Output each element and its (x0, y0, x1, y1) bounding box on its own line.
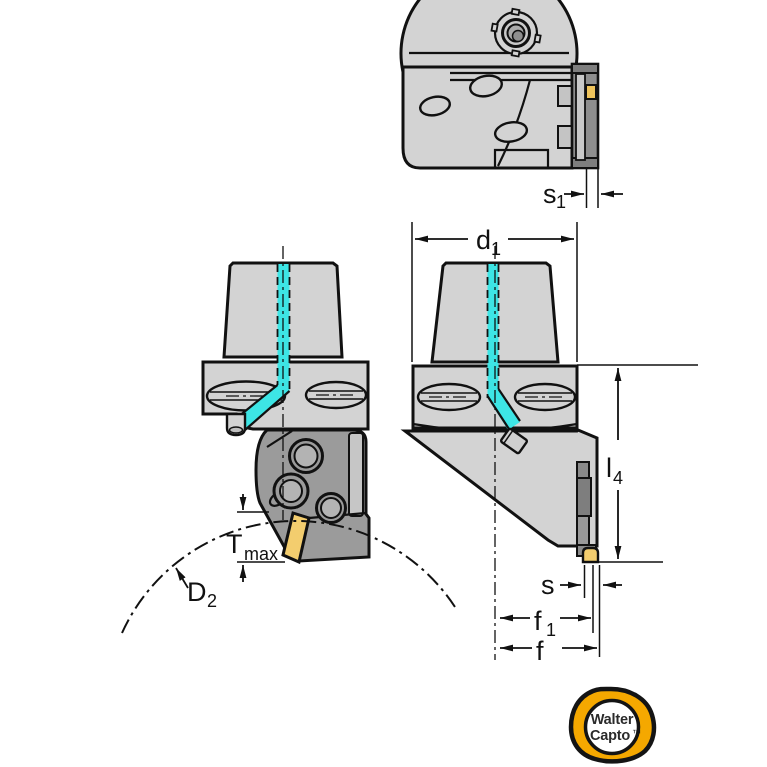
side-coolant-nozzle (499, 427, 529, 455)
front-view (201, 246, 371, 565)
dim-d2-sub: 2 (207, 591, 217, 611)
dim-d1: d 1 (411, 222, 578, 362)
logo-text-walter: Walter (591, 712, 634, 728)
dim-f1: f 1 (500, 606, 591, 640)
dim-s1: s 1 (543, 168, 623, 212)
top-view-body (401, 65, 574, 170)
workpiece-arc (121, 520, 456, 634)
dim-s1-sub: 1 (556, 192, 566, 212)
dim-s1-label: s (543, 179, 557, 209)
dim-f-label: f (536, 636, 544, 666)
dim-d2: D 2 (121, 520, 456, 634)
dim-tmax: T max (226, 494, 285, 582)
side-view (400, 246, 600, 660)
side-flange-slots (416, 382, 577, 412)
capto-logo-circle (583, 698, 641, 756)
top-view (399, 0, 600, 170)
dim-tmax-label: T (226, 529, 243, 559)
top-view-insert (585, 84, 597, 100)
logo-trademark: ™ (632, 728, 641, 738)
side-blade (576, 461, 600, 564)
front-insert (281, 511, 311, 565)
dim-d2-label: D (187, 577, 207, 607)
top-view-blade (570, 62, 600, 170)
dim-d1-sub: 1 (491, 239, 501, 259)
side-body (400, 428, 599, 548)
front-head-bores (268, 438, 347, 524)
dim-l4-sub: 4 (613, 468, 623, 488)
walter-capto-logo: Walter Capto ™ (568, 686, 657, 764)
dim-l4-label: l (606, 453, 612, 483)
dim-f1-sub: 1 (546, 620, 556, 640)
front-coolant-nozzle (225, 412, 247, 437)
top-view-oval-holes (419, 74, 529, 143)
logo-text-capto: Capto (590, 728, 630, 744)
dim-d1-label: d (476, 225, 491, 255)
dim-l4: l 4 (577, 364, 698, 563)
dim-f: f (500, 636, 597, 666)
dim-s-label: s (541, 570, 555, 600)
dim-tmax-sub: max (244, 544, 278, 564)
dim-s: s (541, 565, 622, 657)
dim-f1-label: f (534, 606, 542, 636)
coolant-boss (490, 7, 542, 58)
side-insert-tip (581, 546, 600, 564)
top-view-dome (399, 0, 579, 74)
front-head-strip (348, 432, 364, 517)
